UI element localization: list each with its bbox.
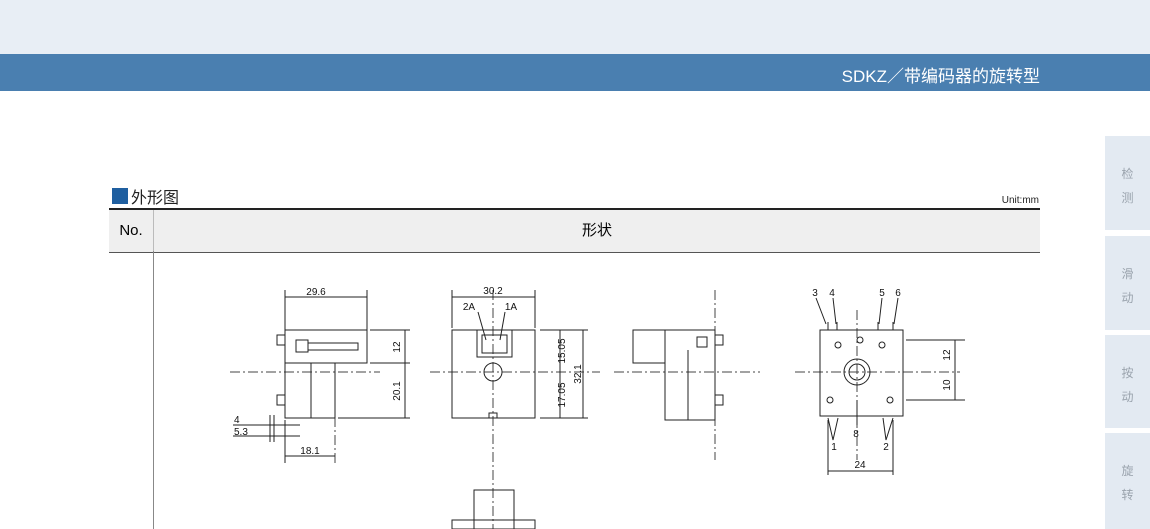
dim-4: 4 bbox=[234, 415, 240, 426]
terminal-1a: 1A bbox=[505, 302, 518, 313]
heading-text: 外形图 bbox=[131, 190, 180, 207]
tab-char: 动 bbox=[1121, 390, 1134, 404]
side-tab-detect[interactable]: 检测 bbox=[1105, 136, 1150, 230]
section-heading: 外形图 bbox=[112, 184, 179, 208]
dim-10: 10 bbox=[942, 379, 953, 391]
tab-char: 测 bbox=[1121, 191, 1134, 205]
pin-2: 2 bbox=[883, 442, 889, 453]
col-no: No. bbox=[109, 210, 154, 252]
heading-square-icon bbox=[112, 188, 128, 204]
rear-side-view bbox=[632, 329, 724, 421]
pin-3: 3 bbox=[812, 288, 818, 299]
side-tab-rotary[interactable]: 旋转 bbox=[1105, 433, 1150, 529]
dim-32-1: 32.1 bbox=[573, 364, 584, 384]
dim-24: 24 bbox=[854, 460, 866, 471]
header-bar: SDKZ／带编码器的旋转型 bbox=[0, 54, 1150, 91]
pin-5: 5 bbox=[879, 288, 885, 299]
dim-5-3: 5.3 bbox=[234, 427, 248, 438]
dim-30-2: 30.2 bbox=[483, 286, 503, 297]
dim-17-05: 17.05 bbox=[557, 382, 568, 407]
side-view: 29.6 12 20.1 4 5.3 18.1 bbox=[233, 287, 410, 463]
pin-4: 4 bbox=[829, 288, 835, 299]
top-band bbox=[0, 0, 1150, 54]
page-title: SDKZ／带编码器的旋转型 bbox=[841, 67, 1040, 86]
tab-char: 转 bbox=[1121, 488, 1134, 502]
col-shape: 形状 bbox=[581, 222, 612, 239]
tab-char: 滑 bbox=[1121, 267, 1134, 281]
pin-1: 1 bbox=[831, 442, 837, 453]
tab-char: 按 bbox=[1121, 366, 1134, 380]
table-header: No. 形状 bbox=[109, 208, 1040, 253]
column-divider bbox=[153, 251, 154, 529]
terminal-2a: 2A bbox=[463, 302, 476, 313]
unit-label: Unit:mm bbox=[1001, 195, 1039, 206]
tab-char: 旋 bbox=[1121, 464, 1134, 478]
dim-20-1: 20.1 bbox=[392, 381, 403, 401]
dim-12-rear: 12 bbox=[942, 349, 953, 361]
tab-char: 动 bbox=[1121, 291, 1134, 305]
front-view: 30.2 2A 1A 15.05 17.05 32.1 bbox=[451, 286, 588, 529]
bottom-view: 3 4 5 6 1 8 2 12 10 24 bbox=[812, 288, 965, 475]
tab-char: 检 bbox=[1121, 167, 1134, 181]
side-tab-slide[interactable]: 滑动 bbox=[1105, 236, 1150, 330]
side-tab-push[interactable]: 按动 bbox=[1105, 335, 1150, 428]
center-lines bbox=[230, 290, 960, 529]
dim-15-05: 15.05 bbox=[557, 338, 568, 363]
pin-8: 8 bbox=[853, 429, 859, 440]
dim-12: 12 bbox=[392, 341, 403, 353]
pin-6: 6 bbox=[895, 288, 901, 299]
dim-18-1: 18.1 bbox=[300, 446, 320, 457]
dim-29-6: 29.6 bbox=[306, 287, 326, 298]
